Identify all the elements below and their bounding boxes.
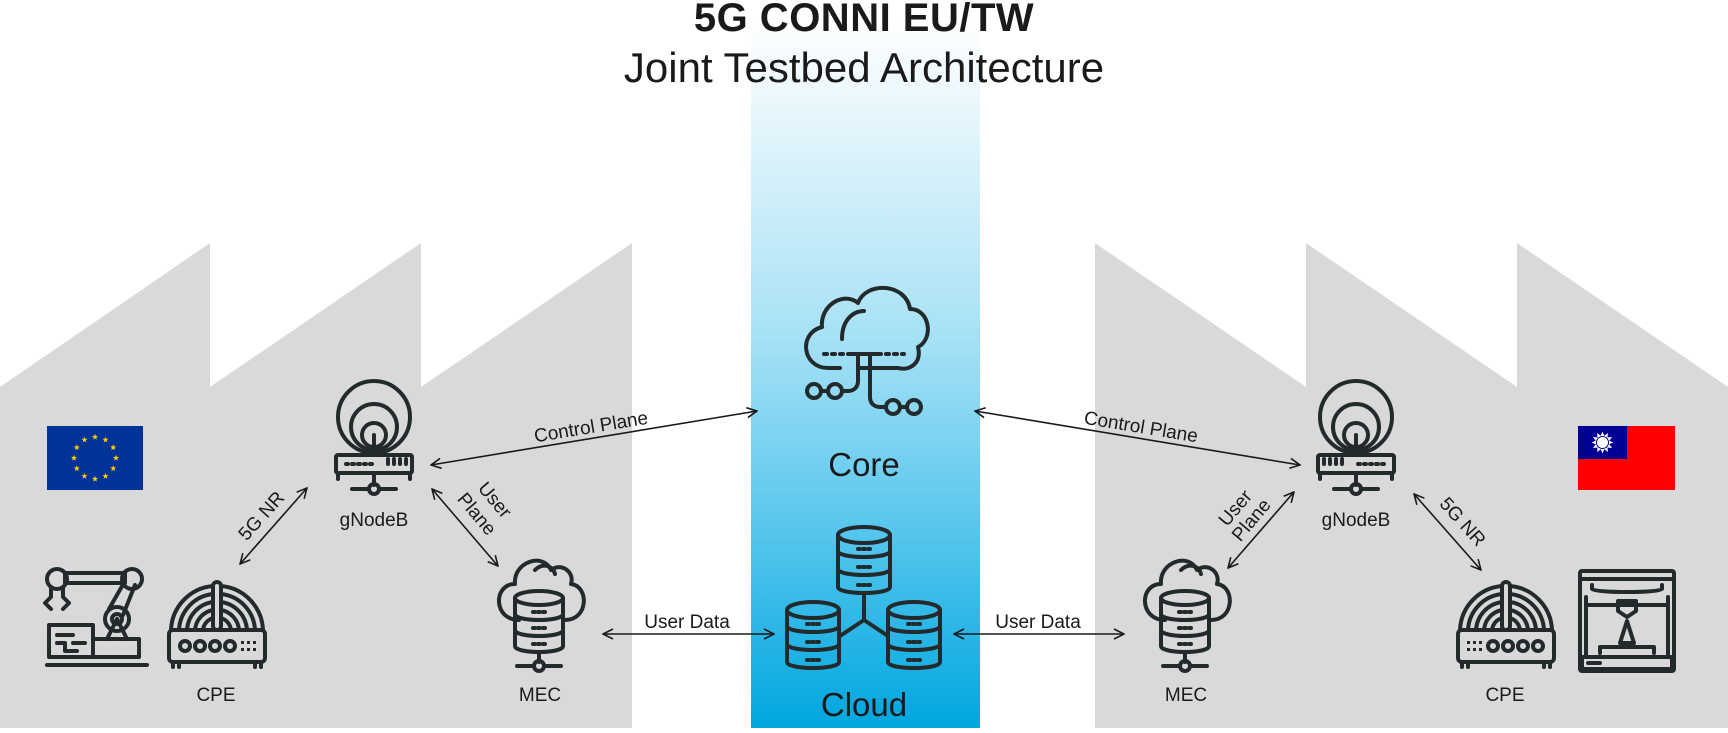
diagram-subtitle: Joint Testbed Architecture (623, 44, 1105, 91)
eu-star-icon (102, 472, 109, 479)
right-5g-nr-arrow (1414, 494, 1481, 570)
robot-arm-icon (43, 567, 149, 667)
right-gnodeb-label: gNodeB (1322, 510, 1391, 531)
left-factory-silhouette (0, 243, 632, 728)
taiwan-flag (1578, 426, 1675, 490)
left-5g-nr-arrow (240, 488, 307, 564)
eu-star-icon (81, 436, 88, 443)
left-mec-label: MEC (519, 685, 561, 706)
eu-star-icon (102, 436, 109, 443)
eu-star-icon (91, 475, 99, 482)
eu-star-icon (81, 472, 88, 479)
eu-star-icon (91, 433, 99, 440)
right-user-data-label: User Data (995, 612, 1081, 633)
right-cpe-label: CPE (1485, 685, 1524, 706)
right-control-plane-arrow (975, 411, 1300, 465)
eu-star-icon (110, 465, 117, 472)
sun-disc-icon (1597, 437, 1608, 448)
cloud-label: Cloud (821, 686, 907, 723)
left-control-plane-arrow (431, 411, 757, 465)
left-gnodeb-label: gNodeB (340, 510, 409, 531)
left-cpe-label: CPE (196, 685, 235, 706)
eu-star-icon (110, 444, 117, 451)
right-user-plane-arrow (1228, 492, 1294, 568)
left-user-data-label: User Data (644, 612, 730, 633)
core-label: Core (828, 446, 900, 483)
diagram-title: 5G CONNI EU/TW (693, 0, 1035, 40)
3d-printer-icon (1578, 569, 1676, 673)
core-cloud-icon (804, 286, 930, 416)
eu-star-icon (73, 444, 80, 451)
right-factory-silhouette (1095, 243, 1728, 728)
left-user-plane-arrow (432, 489, 498, 566)
eu-star-icon (70, 454, 78, 461)
eu-star-icon (112, 454, 120, 461)
eu-flag (47, 426, 143, 490)
eu-star-icon (73, 465, 80, 472)
right-mec-label: MEC (1165, 685, 1207, 706)
cloud-databases-icon (785, 525, 942, 670)
